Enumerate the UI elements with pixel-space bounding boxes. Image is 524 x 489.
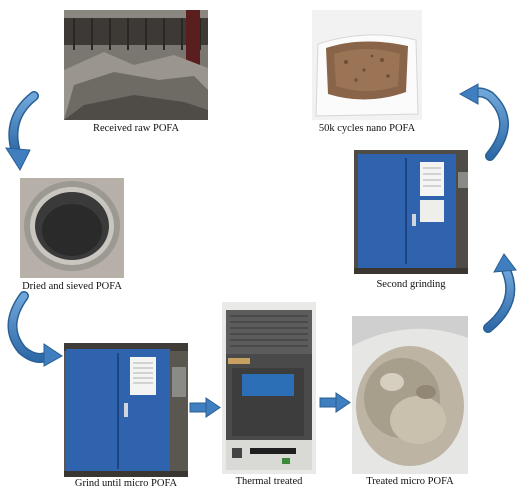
photo-dried-sieved-pofa (20, 178, 124, 278)
caption-dried-sieved-pofa: Dried and sieved POFA (22, 281, 122, 292)
arrow-treated-to-second-grinding-icon (483, 253, 517, 333)
arrow-grind-to-thermal-icon (189, 397, 221, 418)
arrow-dried-to-grind-icon (7, 291, 63, 367)
caption-thermal-treated: Thermal treated (235, 476, 303, 487)
arrow-raw-to-dried-icon (5, 91, 39, 172)
photo-thermal-treated (222, 302, 316, 474)
photo-received-raw-pofa (64, 10, 208, 120)
caption-50k-cycles-nano-pofa: 50k cycles nano POFA (318, 123, 416, 134)
photo-second-grinding (354, 150, 468, 274)
photo-treated-micro-pofa (352, 316, 468, 474)
caption-grind-micro-pofa: Grind until micro POFA (74, 478, 178, 489)
caption-treated-micro-pofa: Treated micro POFA (366, 476, 454, 487)
photo-50k-cycles-nano-pofa (312, 10, 422, 120)
caption-second-grinding: Second grinding (376, 279, 446, 290)
arrow-thermal-to-treated-icon (319, 392, 351, 413)
photo-grind-micro-pofa (64, 343, 188, 477)
caption-received-raw-pofa: Received raw POFA (92, 123, 180, 134)
arrow-second-grinding-to-nano-icon (458, 83, 509, 161)
